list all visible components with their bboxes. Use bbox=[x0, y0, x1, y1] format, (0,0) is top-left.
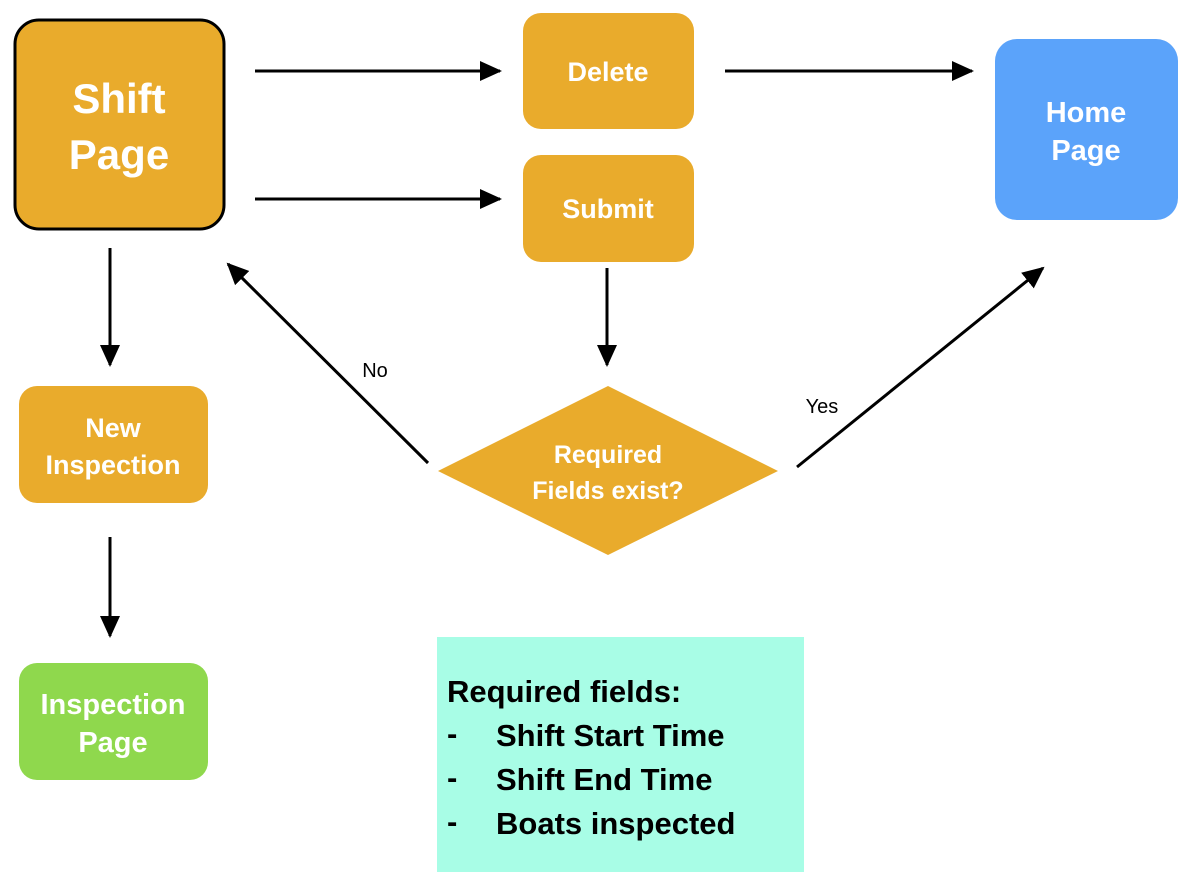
edges bbox=[100, 61, 1045, 638]
node-home-page-line2: Page bbox=[1051, 135, 1120, 167]
note-title: Required fields: bbox=[447, 674, 681, 709]
edge-label-no: No bbox=[362, 360, 388, 382]
node-shift-page[interactable]: Shift Page bbox=[13, 18, 226, 231]
note-item-bullet: - bbox=[447, 804, 457, 839]
note-item-text: Shift Start Time bbox=[496, 718, 725, 753]
note-item-text: Shift End Time bbox=[496, 762, 712, 797]
note-item-bullet: - bbox=[447, 716, 457, 751]
node-decision: Required Fields exist? bbox=[438, 386, 778, 555]
node-decision-line2: Fields exist? bbox=[532, 477, 683, 505]
required-fields-note: Required fields: - Shift Start Time - Sh… bbox=[437, 637, 804, 872]
node-home-page[interactable]: Home Page bbox=[995, 39, 1178, 220]
node-inspection-page-line1: Inspection bbox=[40, 689, 185, 721]
node-home-page-line1: Home bbox=[1046, 97, 1127, 129]
node-new-inspection-line2: Inspection bbox=[45, 450, 180, 480]
note-item-bullet: - bbox=[447, 760, 457, 795]
node-delete[interactable]: Delete bbox=[523, 13, 694, 129]
node-shift-page-line1: Shift bbox=[72, 75, 165, 122]
node-inspection-page-line2: Page bbox=[78, 727, 147, 759]
node-inspection-page[interactable]: Inspection Page bbox=[19, 663, 208, 780]
edge-label-yes: Yes bbox=[806, 396, 839, 418]
node-submit[interactable]: Submit bbox=[523, 155, 694, 262]
arrow-decision-to-home-yes bbox=[796, 266, 1045, 469]
node-new-inspection[interactable]: New Inspection bbox=[19, 386, 208, 503]
node-shift-page-line2: Page bbox=[69, 131, 169, 178]
node-decision-line1: Required bbox=[554, 441, 662, 469]
node-new-inspection-line1: New bbox=[85, 413, 142, 443]
node-submit-label: Submit bbox=[562, 194, 654, 224]
arrow-decision-to-shift-no bbox=[226, 262, 430, 465]
node-delete-label: Delete bbox=[567, 57, 648, 87]
note-item-text: Boats inspected bbox=[496, 806, 735, 841]
